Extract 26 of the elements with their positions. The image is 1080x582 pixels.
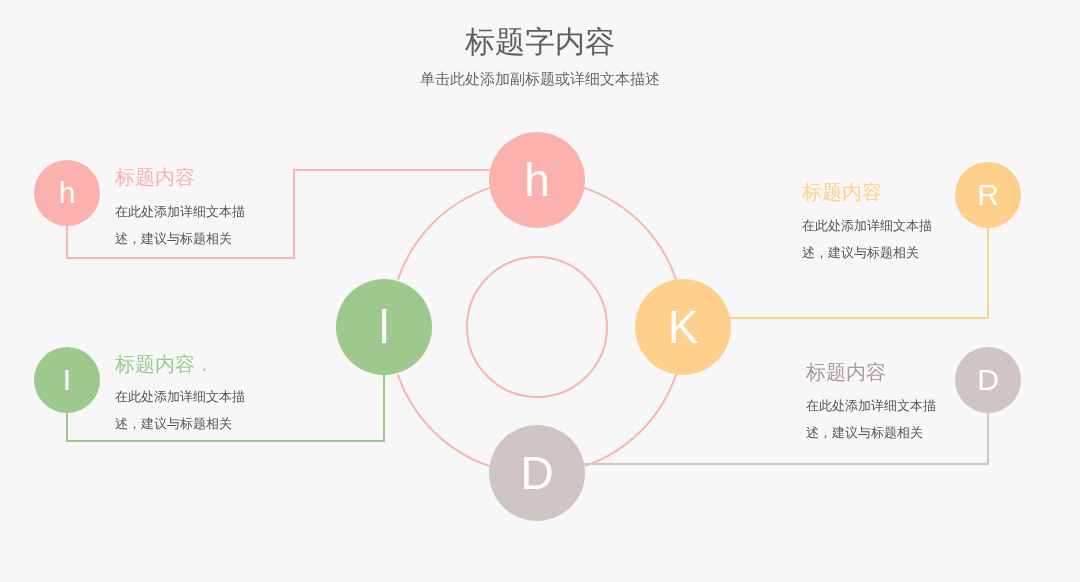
letter-circle: h xyxy=(489,132,585,228)
connector-line xyxy=(729,227,989,319)
letter-circle: I xyxy=(34,347,100,413)
ring-arc xyxy=(583,373,678,468)
letter-circle: D xyxy=(489,425,585,521)
ring-arc xyxy=(396,373,491,468)
item-description: 在此处添加详细文本描述，建议与标题相关 xyxy=(806,397,937,442)
item-description: 在此处添加详细文本描述，建议与标题相关 xyxy=(115,203,246,248)
ring-arc xyxy=(583,186,678,281)
item-heading: 标题内容 xyxy=(802,179,882,206)
letter-circle: l xyxy=(336,279,432,375)
subtitle: 单击此处添加副标题或详细文本描述 xyxy=(419,70,661,89)
title: 标题字内容 xyxy=(464,23,616,61)
letter-circle: K xyxy=(635,279,731,375)
connector-line xyxy=(66,169,492,259)
letter-circle: R xyxy=(955,162,1021,228)
letter-circle: h xyxy=(34,160,100,226)
connector-line xyxy=(583,412,989,465)
item-description: 在此处添加详细文本描述，建议与标题相关 xyxy=(802,217,933,262)
item-heading: 标题内容 xyxy=(806,359,886,386)
item-heading: 标题内容 . xyxy=(115,351,208,378)
connector-line xyxy=(66,374,385,442)
ring-arc xyxy=(396,186,491,281)
letter-circle: D xyxy=(955,347,1021,413)
item-description: 在此处添加详细文本描述，建议与标题相关 xyxy=(115,388,246,433)
item-heading: 标题内容 xyxy=(115,164,195,191)
